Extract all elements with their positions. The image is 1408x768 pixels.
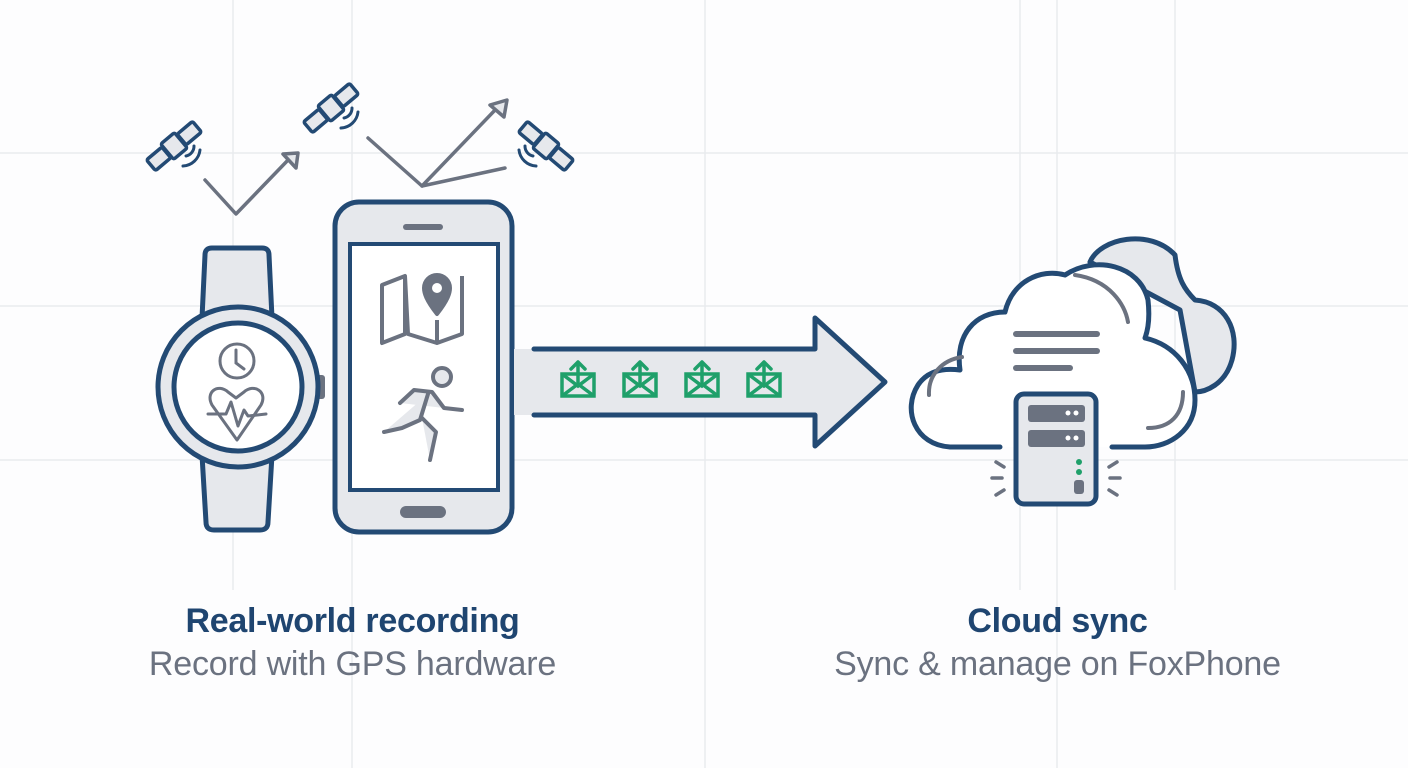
right-stage-subtitle: Sync & manage on FoxPhone: [834, 645, 1281, 683]
left-stage-title: Real-world recording: [185, 602, 520, 640]
right-stage-title: Cloud sync: [967, 602, 1148, 640]
heart-rate-icon: [206, 386, 268, 442]
cloud-icon: [908, 236, 1237, 450]
right-stage-caption: Cloud sync Sync & manage on FoxPhone: [790, 600, 1325, 686]
left-stage-caption: Real-world recording Record with GPS har…: [90, 600, 615, 686]
left-stage-subtitle: Record with GPS hardware: [148, 645, 557, 683]
satellite-icon: [142, 117, 206, 175]
signal-path-arrow: [203, 98, 509, 216]
smartphone-icon: [332, 199, 515, 535]
status-led-icon: [1076, 459, 1082, 475]
smartwatch-icon: [155, 245, 325, 533]
map-pin-icon: [380, 273, 464, 345]
runner-icon: [382, 366, 464, 462]
clock-icon: [218, 342, 256, 380]
document-lines-icon: [1013, 331, 1100, 371]
satellite-icon: [299, 79, 363, 137]
server-icon: [990, 391, 1122, 507]
satellite-icon: [514, 117, 578, 175]
